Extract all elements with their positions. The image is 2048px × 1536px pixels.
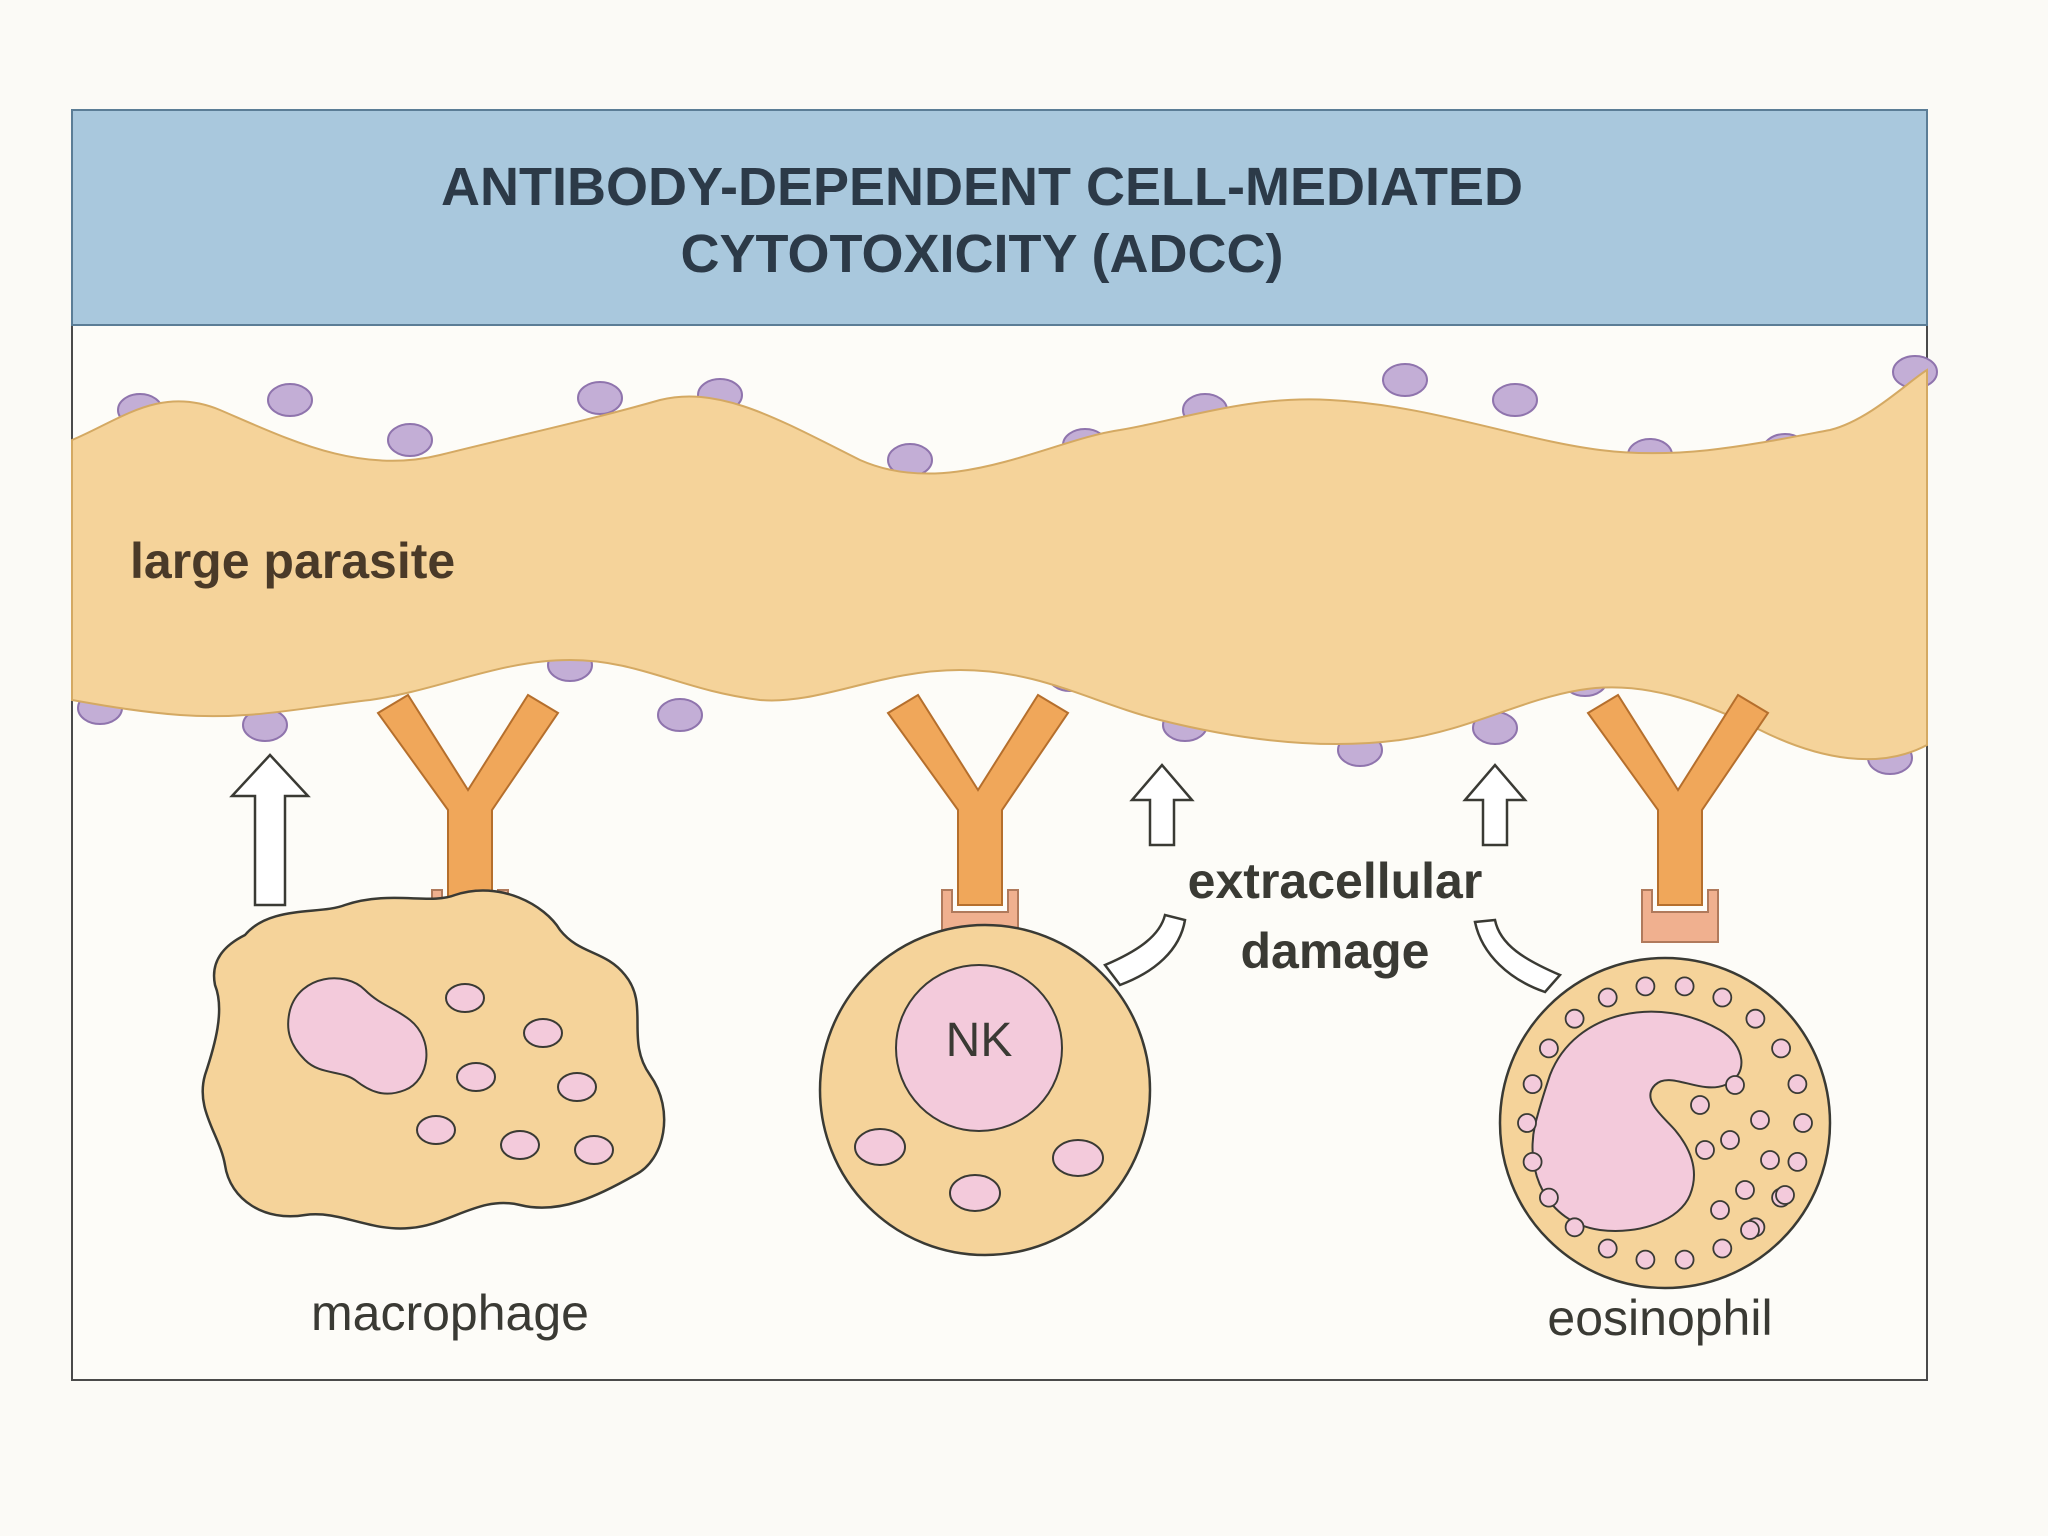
eosinophil-nucleus bbox=[1531, 1010, 1743, 1232]
granule bbox=[1760, 1150, 1780, 1170]
extracellular-label: extracellular bbox=[1188, 853, 1483, 909]
granule bbox=[949, 1174, 1001, 1212]
granule bbox=[1539, 1038, 1559, 1059]
granule bbox=[557, 1072, 597, 1102]
granule bbox=[1771, 1038, 1791, 1059]
granule bbox=[523, 1018, 563, 1048]
granule bbox=[1564, 1008, 1585, 1029]
granule bbox=[574, 1135, 614, 1165]
granule bbox=[1793, 1113, 1813, 1133]
large-parasite-label: large parasite bbox=[130, 533, 455, 589]
granule bbox=[1522, 1152, 1543, 1172]
title-banner bbox=[71, 109, 1928, 326]
granule bbox=[1712, 987, 1733, 1008]
granule bbox=[1775, 1185, 1795, 1205]
damage-curve-arrow bbox=[1103, 913, 1187, 987]
granule bbox=[1539, 1187, 1559, 1208]
granule bbox=[1740, 1220, 1760, 1240]
granule bbox=[1735, 1180, 1755, 1200]
macrophage-nucleus bbox=[287, 977, 428, 1095]
damage-arrow bbox=[229, 753, 311, 907]
granule bbox=[1712, 1238, 1733, 1259]
granule bbox=[1695, 1140, 1715, 1160]
macrophage-body bbox=[201, 889, 666, 1230]
granule bbox=[854, 1128, 906, 1166]
antigen bbox=[1382, 363, 1428, 397]
granule bbox=[1690, 1095, 1710, 1115]
antigen bbox=[267, 383, 313, 417]
antigen bbox=[1492, 383, 1538, 417]
granule bbox=[1720, 1130, 1740, 1150]
granule bbox=[1750, 1110, 1770, 1130]
granule bbox=[1597, 987, 1618, 1008]
antigen bbox=[657, 698, 703, 732]
damage-arrow bbox=[1129, 763, 1195, 847]
damage-label: damage bbox=[1241, 923, 1430, 979]
title-line-2: CYTOTOXICITY (ADCC) bbox=[680, 224, 1283, 284]
granule bbox=[1564, 1217, 1585, 1238]
granule bbox=[1710, 1200, 1730, 1220]
macrophage-label: macrophage bbox=[311, 1285, 589, 1341]
granule bbox=[1787, 1074, 1808, 1094]
eosinophil-label: eosinophil bbox=[1547, 1290, 1772, 1346]
antigen bbox=[577, 381, 623, 415]
granule bbox=[500, 1130, 540, 1160]
fc-receptor bbox=[1641, 889, 1719, 943]
nk-label: NK bbox=[946, 1014, 1013, 1067]
macrophage-cell bbox=[201, 889, 666, 1230]
eosinophil-granules bbox=[1517, 976, 1813, 1270]
granule bbox=[1725, 1075, 1745, 1095]
granule bbox=[445, 983, 485, 1013]
granule bbox=[1635, 1249, 1656, 1270]
antigen bbox=[387, 423, 433, 457]
nk-nucleus bbox=[895, 964, 1063, 1132]
granule bbox=[1787, 1152, 1808, 1172]
antibody bbox=[1586, 693, 1770, 943]
granule bbox=[1052, 1139, 1104, 1177]
granule bbox=[1674, 1249, 1695, 1270]
title-line-1: ANTIBODY-DEPENDENT CELL-MEDIATED bbox=[441, 157, 1523, 217]
nk-cell: NK bbox=[818, 923, 1152, 1257]
granule bbox=[1635, 976, 1656, 997]
granule bbox=[416, 1115, 456, 1145]
granule bbox=[1517, 1113, 1537, 1133]
eosinophil-cell bbox=[1498, 956, 1832, 1290]
granule bbox=[1674, 976, 1695, 997]
large-parasite-body bbox=[71, 368, 1928, 761]
granule bbox=[456, 1062, 496, 1092]
damage-arrow bbox=[1462, 763, 1528, 847]
granule bbox=[1522, 1074, 1543, 1094]
granule bbox=[1597, 1238, 1618, 1259]
granule bbox=[1745, 1008, 1766, 1029]
damage-curve-arrow bbox=[1473, 918, 1563, 994]
